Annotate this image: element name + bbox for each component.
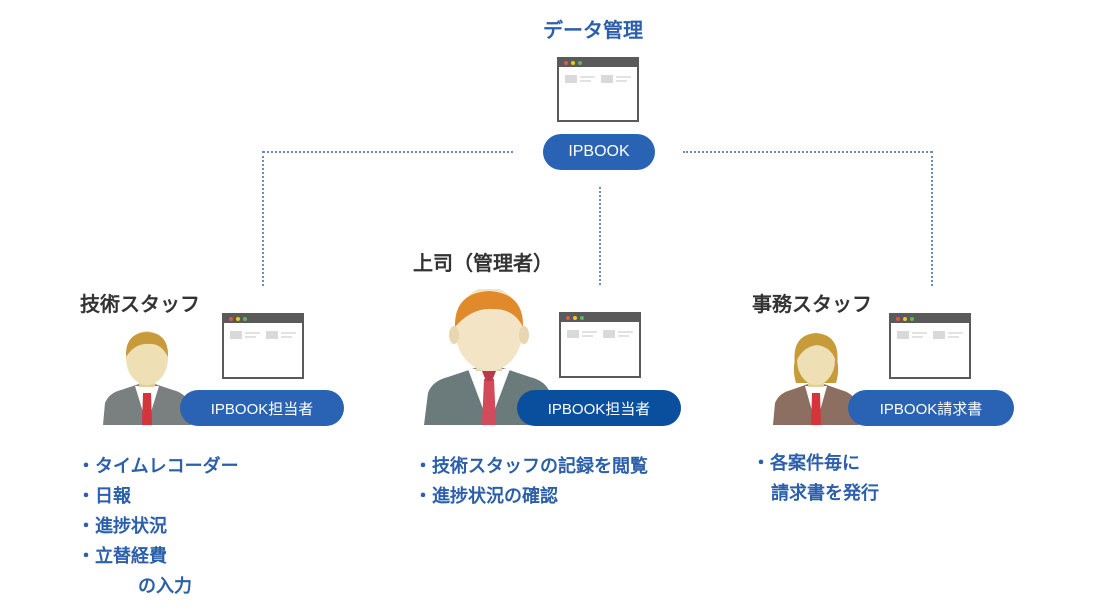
tech-staff-feature-list: ・タイムレコーダー ・日報 ・進捗状況 ・立替経費 の入力: [77, 452, 239, 602]
list-item: ・日報: [77, 486, 131, 507]
office-staff-feature-list: ・各案件毎に 請求書を発行: [752, 449, 879, 509]
tech-staff-role-pill: IPBOOK担当者: [180, 390, 344, 426]
list-item: ・立替経費: [77, 546, 167, 567]
manager-feature-list: ・技術スタッフの記録を閲覧 ・進捗状況の確認: [414, 452, 648, 512]
data-management-title: データ管理: [543, 18, 643, 42]
browser-window-icon: [559, 312, 641, 378]
list-item: 請求書を発行: [771, 483, 879, 504]
browser-window-icon: [889, 313, 971, 379]
browser-window-icon: [222, 313, 304, 379]
manager-avatar-icon: [424, 289, 554, 425]
office-staff-role-pill: IPBOOK請求書: [848, 390, 1014, 426]
list-item: ・各案件毎に: [752, 453, 860, 474]
office-staff-title: 事務スタッフ: [752, 292, 872, 316]
list-item: ・タイムレコーダー: [77, 456, 239, 477]
connector-right: [683, 151, 932, 153]
office-staff-avatar-icon: [773, 333, 859, 425]
manager-title: 上司（管理者）: [413, 251, 553, 275]
connector-right-down: [931, 151, 933, 286]
tech-staff-title: 技術スタッフ: [80, 292, 200, 316]
tech-staff-avatar-icon: [103, 331, 191, 425]
manager-role-pill: IPBOOK担当者: [517, 390, 681, 426]
list-item: ・進捗状況の確認: [414, 486, 558, 507]
list-item: の入力: [138, 576, 192, 597]
list-item: ・進捗状況: [77, 516, 167, 537]
list-item: ・技術スタッフの記録を閲覧: [414, 456, 648, 477]
connector-left-down: [262, 151, 264, 286]
connector-center-down: [599, 187, 601, 285]
ipbook-pill: IPBOOK: [543, 134, 655, 170]
connector-left: [263, 151, 513, 153]
browser-window-icon: [557, 57, 639, 122]
